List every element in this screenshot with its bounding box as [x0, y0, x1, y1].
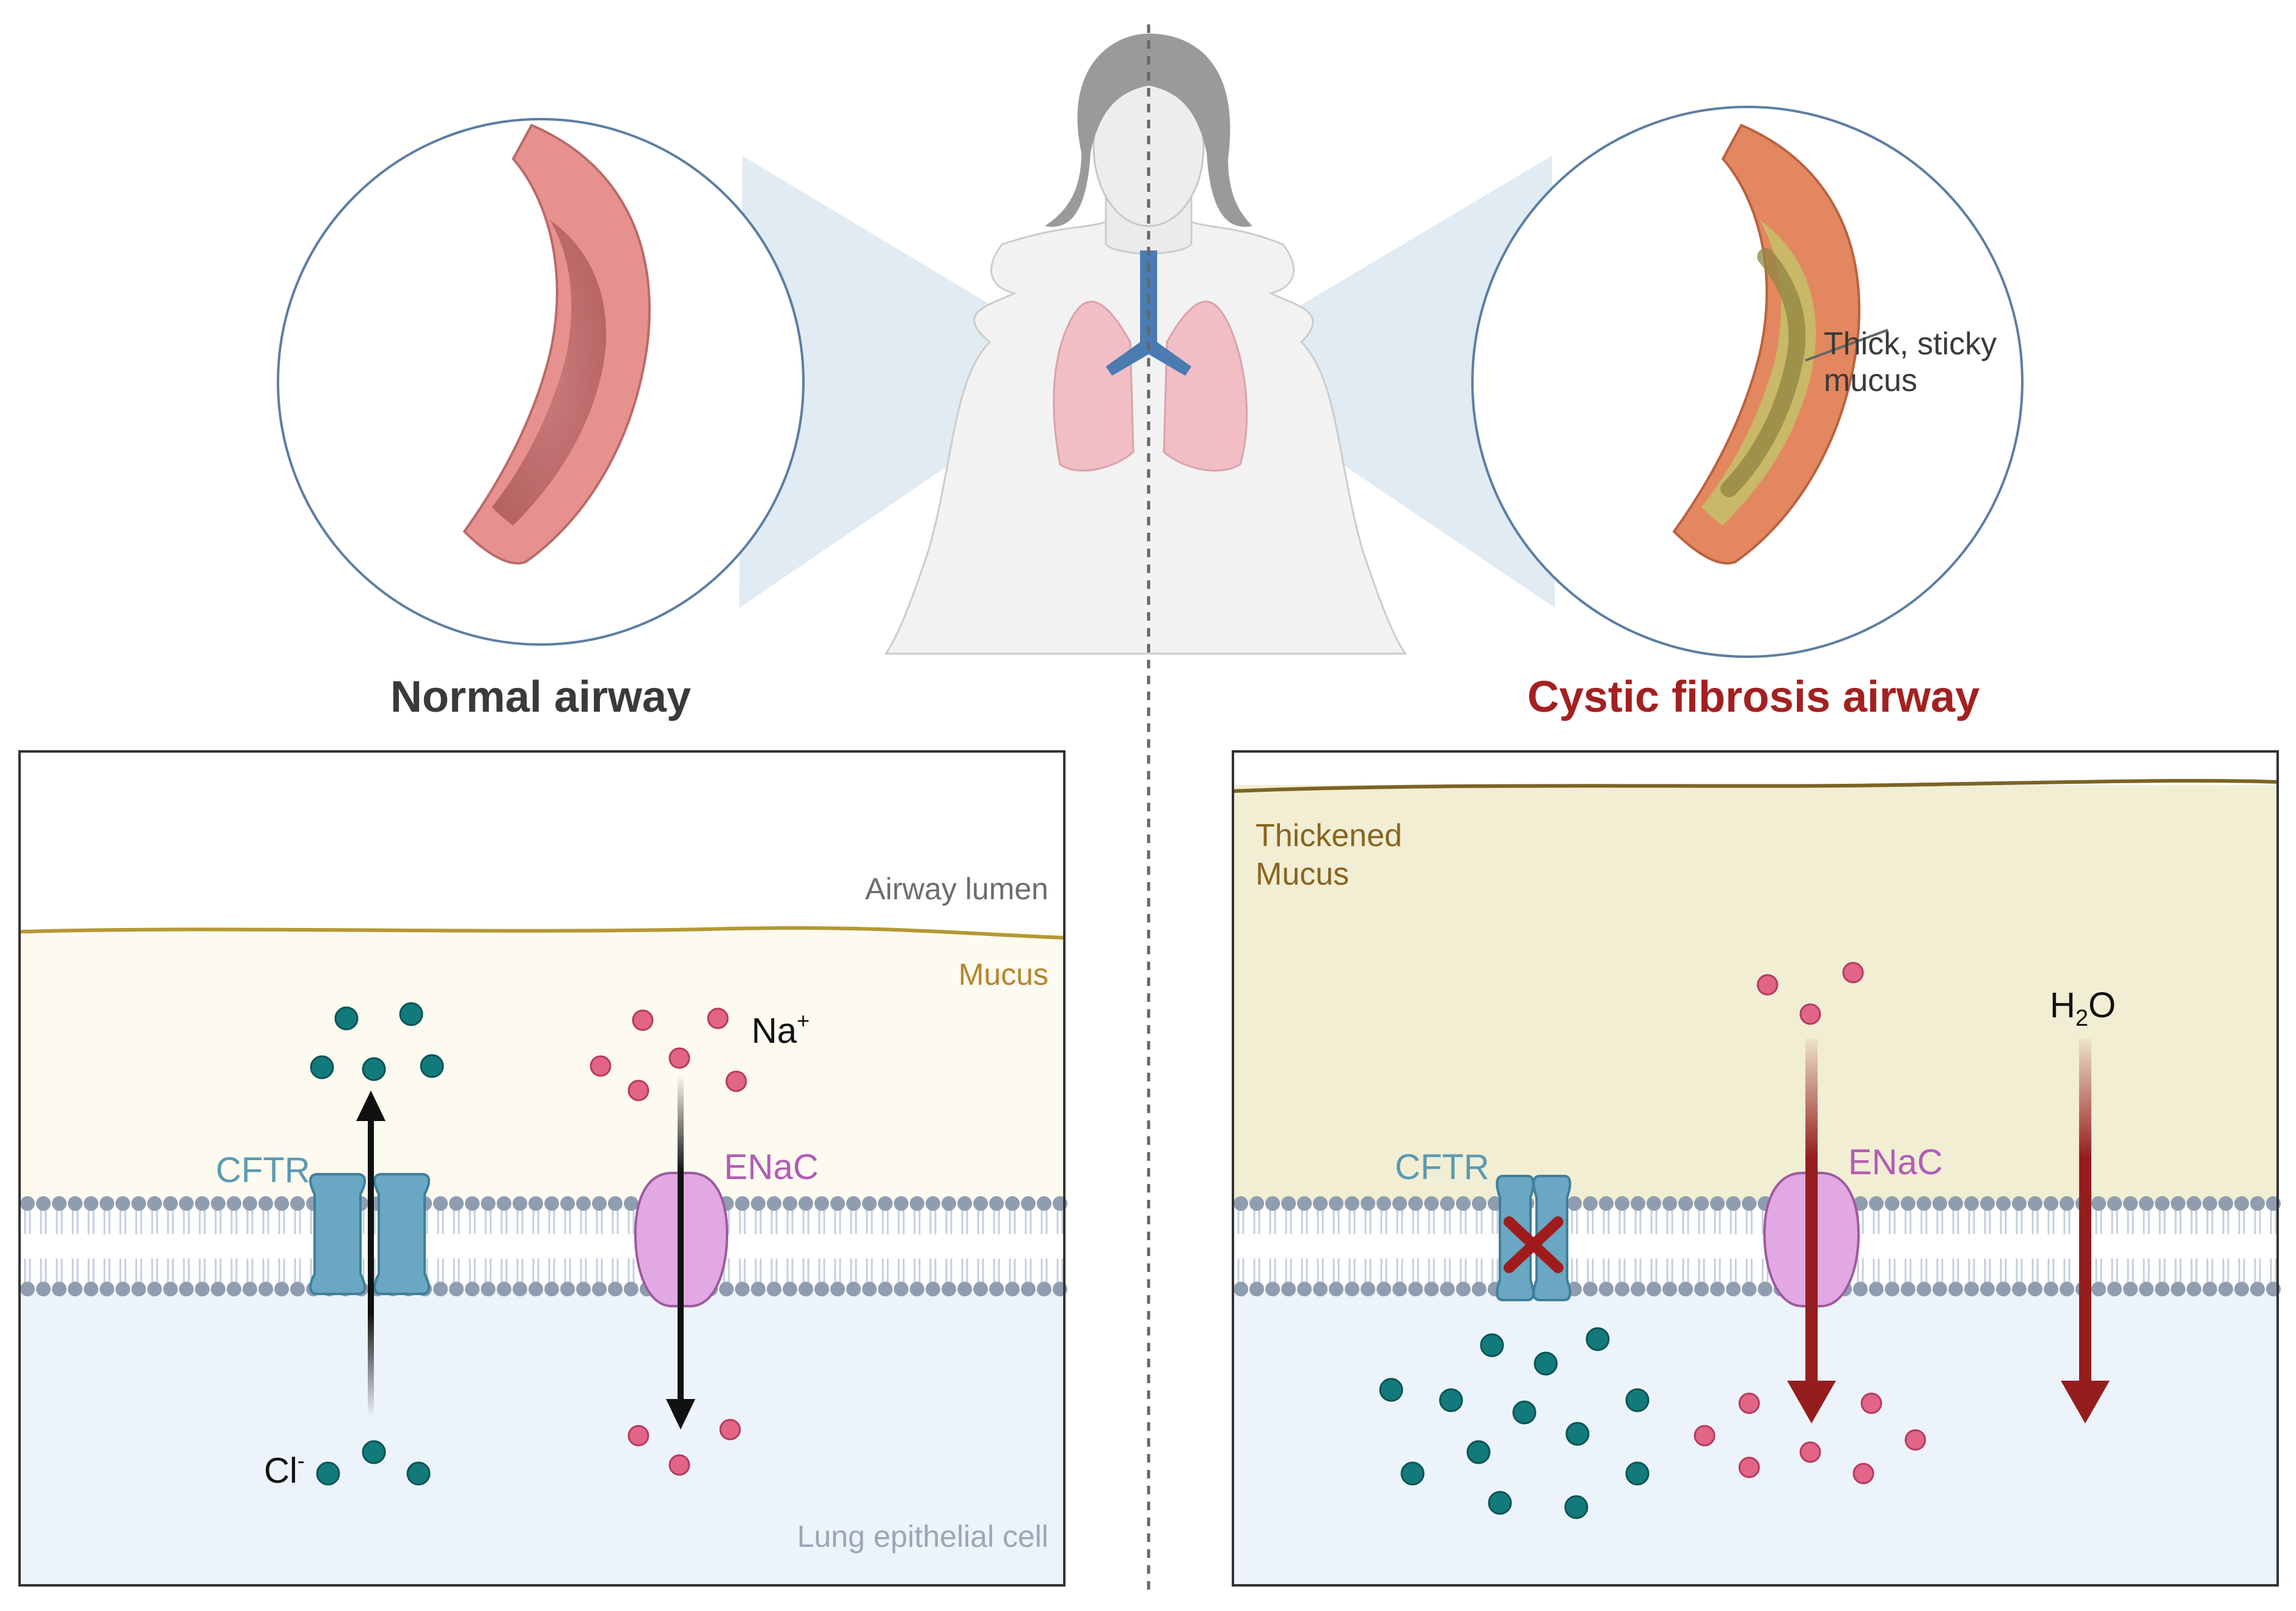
- sodium-influx-arrow: [666, 1075, 695, 1430]
- cf-panel-border: [1232, 750, 2279, 1587]
- title-cf-airway: Cystic fibrosis airway: [1527, 673, 1980, 721]
- sodium-charge: +: [797, 1008, 810, 1033]
- label-cftr-cf: CFTR: [1395, 1147, 1490, 1187]
- cf-enac-channel: [1763, 1172, 1860, 1307]
- cf-mucus-surface-line: [1232, 778, 2278, 793]
- normal-panel-border: [18, 750, 1066, 1587]
- normal-mucus-surface-line: [19, 926, 1065, 940]
- chloride-efflux-arrow: [356, 1090, 386, 1417]
- title-normal-airway: Normal airway: [390, 673, 691, 721]
- hair: [1045, 34, 1252, 227]
- cf-sodium-influx-arrow: [1787, 1039, 1836, 1423]
- normal-lumen-area: [20, 751, 1064, 932]
- cf-cell-membrane: [1233, 1196, 2281, 1296]
- normal-chloride-ions-lumen: [310, 1002, 444, 1081]
- normal-chloride-ions-cell: [316, 1440, 431, 1486]
- normal-sodium-ions-lumen: [590, 1007, 747, 1101]
- label-mucus: Mucus: [959, 957, 1048, 992]
- left-lung: [1053, 301, 1135, 472]
- magnifier-cone-right: [1197, 156, 1555, 608]
- normal-airway-lumen: [492, 220, 607, 525]
- cf-airway-wall: [1672, 123, 1861, 564]
- normal-airway-panel: Airway lumen Mucus Lung epithelial cell …: [18, 750, 1067, 1587]
- cf-airway-mucus-core: [1720, 248, 1806, 497]
- label-lung-epithelial-cell: Lung epithelial cell: [797, 1519, 1048, 1554]
- label-enac-cf: ENaC: [1848, 1142, 1943, 1182]
- label-thickened-line2: Mucus: [1256, 857, 1349, 892]
- normal-cftr-channel: [309, 1173, 430, 1295]
- water-h: H: [2050, 985, 2075, 1025]
- cf-top-strip: [1233, 751, 2278, 785]
- normal-cell-area: [20, 1289, 1064, 1585]
- label-airway-lumen: Airway lumen: [865, 872, 1048, 906]
- water-o: O: [2088, 985, 2116, 1025]
- cf-chloride-ions-cell: [1379, 1327, 1650, 1519]
- cf-airway-magnifier: Thick, sticky mucus: [1471, 106, 2024, 658]
- normal-airway-magnifier: [277, 118, 805, 646]
- normal-enac-channel: [634, 1172, 729, 1307]
- cf-sodium-ions-lumen: [1757, 962, 1864, 1025]
- magnifier-cone-left: [739, 156, 1094, 608]
- normal-airway-wall: [462, 123, 651, 564]
- label-cftr-normal: CFTR: [216, 1150, 310, 1190]
- cf-airway-panel: Thickened Mucus CFTR ENaC H2O: [1232, 750, 2281, 1587]
- annotation-thick-mucus-line2: mucus: [1824, 363, 1917, 398]
- sodium-symbol: Na: [751, 1011, 797, 1051]
- label-sodium-ion: Na+: [751, 1008, 810, 1051]
- normal-cell-membrane: [20, 1196, 1067, 1296]
- torso-outline: [884, 213, 1407, 655]
- cf-cell-area: [1233, 1289, 2278, 1585]
- chloride-charge: -: [298, 1448, 305, 1473]
- label-thickened-line1: Thickened: [1256, 818, 1402, 853]
- label-chloride-ion: Cl-: [264, 1448, 305, 1491]
- normal-mucus-layer: [20, 932, 1064, 1204]
- blocked-cross-icon: [1504, 1216, 1563, 1273]
- cf-water-influx-arrow: [2061, 1039, 2110, 1423]
- annotation-leader-line: [1805, 329, 1888, 362]
- right-lung: [1163, 301, 1248, 472]
- annotation-thick-mucus-line1: Thick, sticky: [1824, 326, 1997, 362]
- cf-thick-mucus-layer: [1233, 785, 2278, 1204]
- label-water: H2O: [2050, 985, 2116, 1031]
- water-subscript: 2: [2075, 1006, 2088, 1031]
- cf-sodium-ions-cell: [1694, 1392, 1926, 1485]
- label-enac-normal: ENaC: [724, 1147, 819, 1187]
- top-illustration: Thick, sticky mucus: [277, 24, 2024, 1591]
- normal-sodium-ions-cell: [627, 1419, 741, 1476]
- chloride-symbol: Cl: [264, 1451, 298, 1491]
